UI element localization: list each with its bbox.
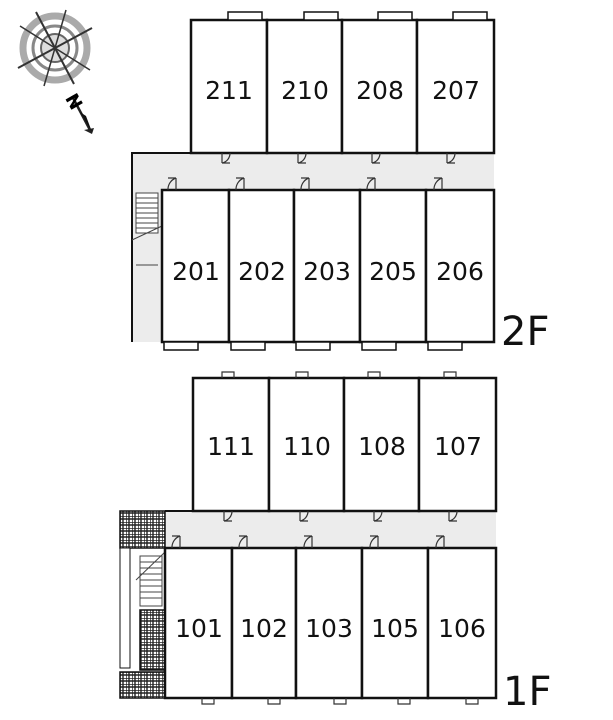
- corridor-1f: [165, 511, 496, 548]
- floor-label-2f: 2F: [501, 309, 549, 355]
- floor-label-1f: 1F: [503, 669, 551, 715]
- room-label: 106: [438, 614, 486, 643]
- staircase-1f: [135, 551, 166, 607]
- north-letter: N: [60, 90, 86, 114]
- compass-rose-icon: N: [17, 9, 94, 134]
- room-label: 211: [205, 76, 253, 105]
- floor-2f: 211 210 208 207 201 202 203 205 206 2F: [131, 11, 549, 355]
- room-label: 210: [281, 76, 329, 105]
- rooms-south-2f: [160, 188, 496, 344]
- room-label: 101: [175, 614, 223, 643]
- room-label: 103: [305, 614, 353, 643]
- door-swings-1f: [171, 510, 458, 549]
- room-label: 105: [371, 614, 419, 643]
- room-label: 208: [356, 76, 404, 105]
- room-label: 111: [207, 432, 255, 461]
- rooms-north-1f: [191, 376, 498, 513]
- room-label: 205: [369, 257, 417, 286]
- stair-wall-hatched: [119, 547, 131, 669]
- room-label: 207: [432, 76, 480, 105]
- room-label: 203: [303, 257, 351, 286]
- rooms-north-2f: [189, 18, 496, 155]
- room-label: 202: [238, 257, 286, 286]
- staircase-2f: [131, 192, 163, 266]
- corridor-2f: [132, 153, 494, 190]
- room-label: 206: [436, 257, 484, 286]
- stair-wall-hatched: [119, 510, 166, 549]
- stair-wall-hatched: [139, 609, 166, 671]
- stair-wall-hatched: [119, 671, 166, 699]
- north-arrow-icon: [80, 112, 92, 132]
- room-label: 108: [358, 432, 406, 461]
- rooms-south-1f: [163, 546, 498, 700]
- door-swings-2f: [167, 152, 456, 191]
- floor-1f: 111 110 108 107 101 102 103 105 106 1F: [119, 371, 551, 715]
- room-label: 102: [240, 614, 288, 643]
- room-label: 110: [283, 432, 331, 461]
- room-label: 201: [172, 257, 220, 286]
- room-label: 107: [434, 432, 482, 461]
